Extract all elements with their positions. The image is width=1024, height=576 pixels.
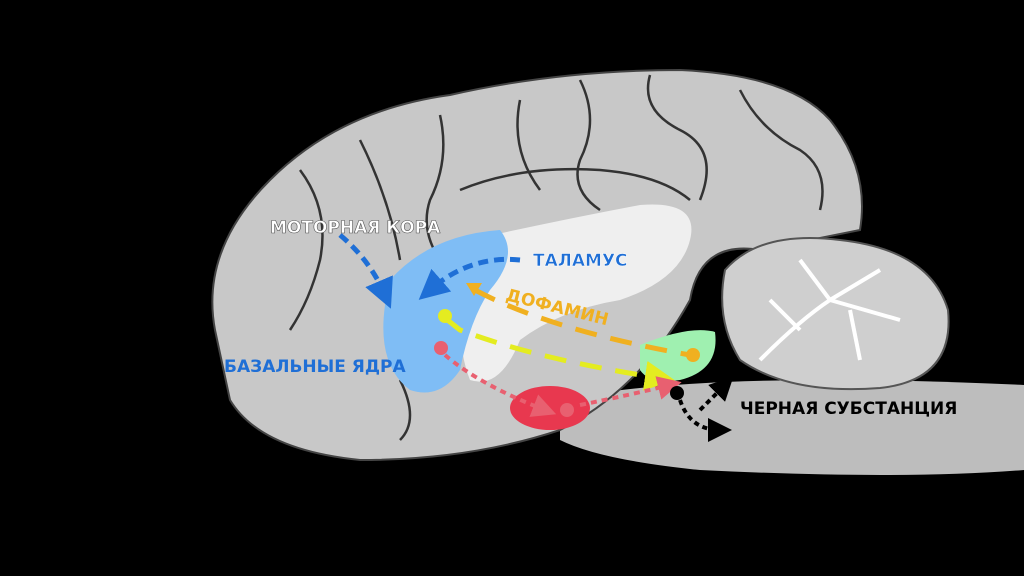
label-basal-ganglia: БАЗАЛЬНЫЕ ЯДРА (224, 357, 406, 377)
sulci (288, 74, 824, 441)
label-thalamus: ТАЛАМУС (533, 251, 628, 271)
arbor-vitae (758, 258, 901, 362)
red-region (510, 386, 590, 430)
thalamus-region (460, 204, 692, 382)
brainstem (560, 380, 1024, 475)
cerebellum (721, 237, 950, 391)
label-motor-cortex: МОТОРНАЯ КОРА (270, 218, 441, 238)
label-substantia-nigra: ЧЕРНАЯ СУБСТАНЦИЯ (740, 399, 957, 419)
